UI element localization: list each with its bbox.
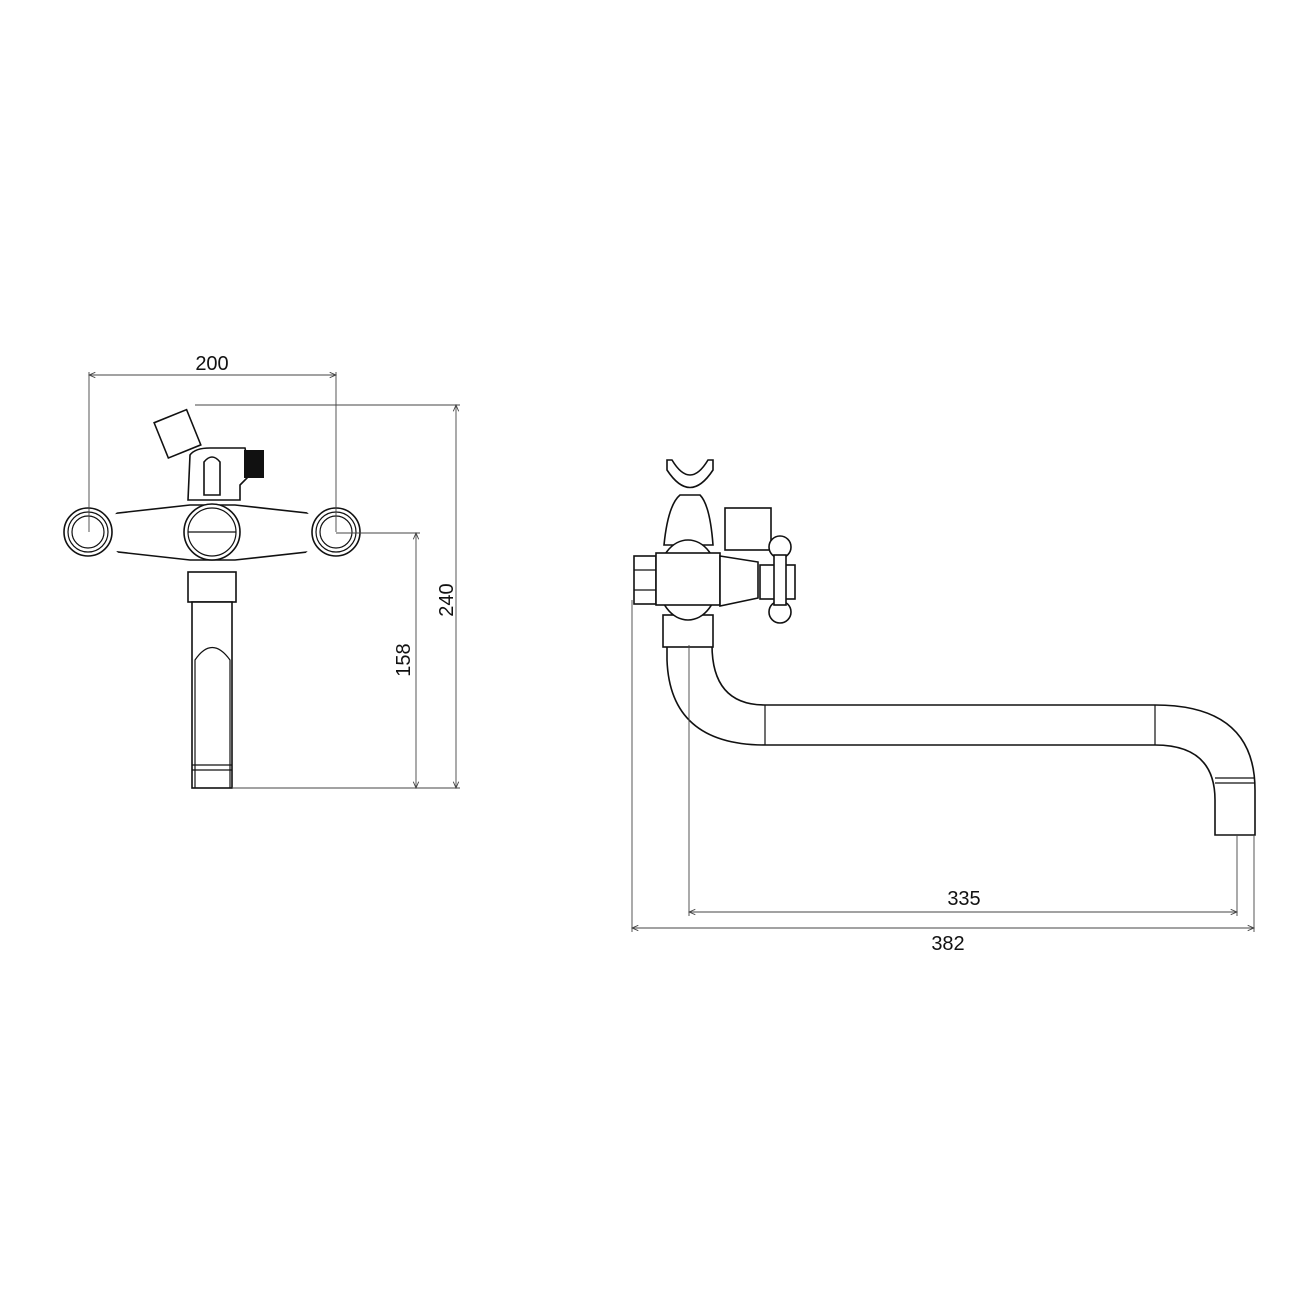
dimension-spout-reach: 335 — [947, 888, 980, 910]
front-diverter — [153, 408, 264, 501]
dimension-handle-spacing: 200 — [195, 353, 228, 375]
dimension-total-height: 240 — [436, 583, 458, 616]
front-dimension-lines — [89, 372, 460, 788]
side-spout-pipe — [666, 639, 1256, 836]
front-spout — [187, 571, 237, 789]
side-valve-body — [633, 459, 796, 648]
side-view: 335 382 — [632, 459, 1256, 955]
dimension-spout-height: 158 — [393, 643, 415, 676]
side-dimension-lines — [632, 600, 1254, 932]
left-cross-handle — [46, 490, 130, 574]
front-view: 200 240 158 — [46, 353, 460, 789]
dimension-total-reach: 382 — [931, 933, 964, 955]
